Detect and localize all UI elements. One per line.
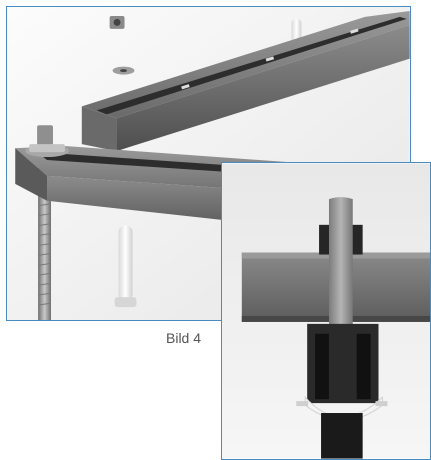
small-nut	[109, 15, 125, 29]
lower-pin	[114, 225, 137, 308]
figure-caption: Bild 4	[166, 330, 202, 346]
upper-channel-rail	[81, 10, 410, 152]
detail-render-image	[221, 162, 431, 460]
left-tab	[296, 401, 309, 407]
bolt-and-nut	[25, 125, 69, 158]
washer	[112, 66, 135, 75]
lower-clamp-block	[307, 323, 379, 404]
bottom-nut	[321, 413, 363, 459]
right-tab	[375, 401, 388, 407]
